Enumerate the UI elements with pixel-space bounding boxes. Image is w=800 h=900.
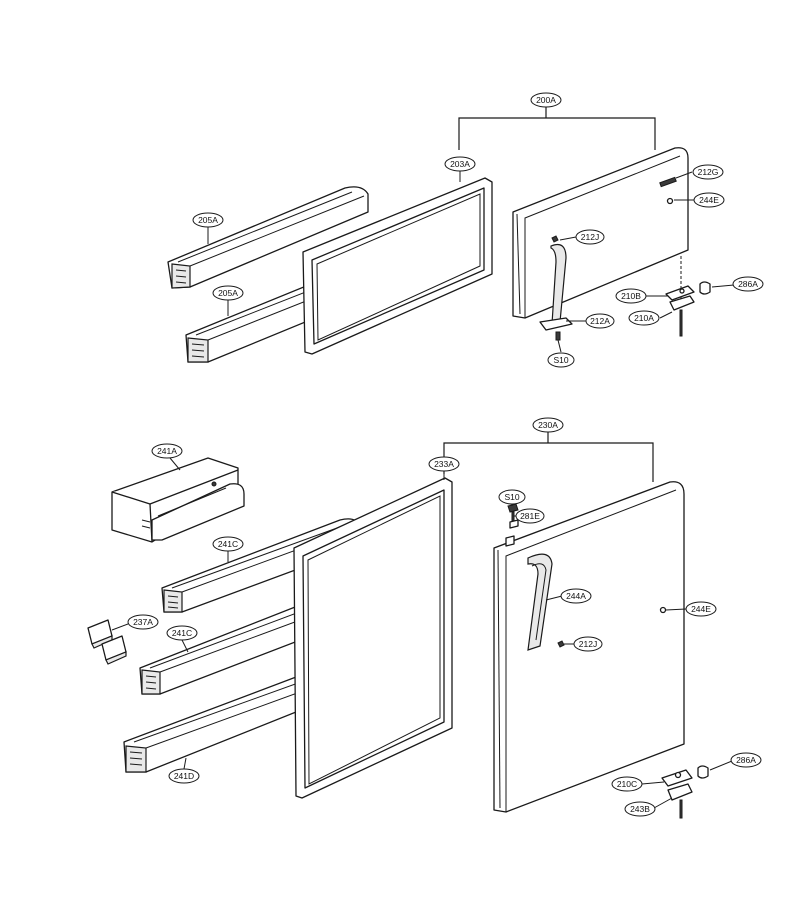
callout-241A: 241A [151,443,183,459]
svg-text:203A: 203A [450,159,470,169]
svg-text:281E: 281E [520,511,540,521]
svg-text:241C: 241C [218,539,238,549]
callout-286A-upper: 286A [732,276,764,292]
upper-door-gasket [302,177,493,355]
callout-286A-lower: 286A [730,752,762,768]
callout-200A: 200A [530,92,562,108]
svg-text:241D: 241D [174,771,194,781]
handle-cap-icon-lower [557,640,565,648]
upper-assembly-bracket [458,106,656,150]
svg-text:S10: S10 [553,355,568,365]
svg-text:241C: 241C [172,628,192,638]
cap-icon [666,197,674,205]
bushing-icon [699,281,711,295]
callout-210B: 210B [615,288,647,304]
svg-text:230A: 230A [538,420,558,430]
callout-237A: 237A [127,614,159,630]
svg-text:212G: 212G [698,167,719,177]
handle-cap-icon [551,235,559,243]
callout-241D: 241D [168,768,200,784]
svg-text:212J: 212J [579,639,597,649]
callout-212J-lower: 212J [573,636,603,652]
lower-screw-parts [507,503,519,529]
dairy-case [111,457,245,543]
upper-hinge-parts [665,256,711,337]
callout-203A: 203A [444,156,476,172]
svg-text:S10: S10 [504,492,519,502]
callout-244E-lower: 244E [685,601,717,617]
svg-text:286A: 286A [736,755,756,765]
screw-icon [555,331,561,341]
svg-text:205A: 205A [218,288,238,298]
callout-212A: 212A [585,313,615,329]
callout-241C-top: 241C [212,536,244,552]
svg-text:212A: 212A [590,316,610,326]
callout-230A: 230A [532,417,564,433]
callout-210C: 210C [611,776,643,792]
lower-handle [527,553,553,651]
callout-233A: 233A [428,456,460,472]
svg-text:210B: 210B [621,291,641,301]
svg-text:237A: 237A [133,617,153,627]
cap-icon-lower [659,606,667,614]
callout-212J-upper: 212J [575,229,605,245]
svg-text:244E: 244E [691,604,711,614]
callout-281E: 281E [515,508,545,524]
svg-text:286A: 286A [738,279,758,289]
bushing-icon-lower [697,765,709,779]
screw-cap-icon [505,535,515,547]
svg-text:244A: 244A [566,591,586,601]
callout-205A-bottom: 205A [212,285,244,301]
callout-S10-lower: S10 [498,489,526,505]
upper-basket-top [167,186,369,289]
svg-text:210C: 210C [617,779,637,789]
clips [87,619,127,665]
callout-S10-upper: S10 [547,352,575,368]
callout-241C-middle: 241C [166,625,198,641]
upper-door-assembly: 200A 203A 205A 205A 212G 244E 212J 212A [167,92,764,368]
lower-assembly-bracket [443,431,654,482]
svg-text:233A: 233A [434,459,454,469]
svg-text:244E: 244E [699,195,719,205]
callout-244A: 244A [560,588,592,604]
callout-212G: 212G [692,164,724,180]
emblem-icon [659,176,677,188]
lower-hinge-parts [661,765,709,819]
callout-205A-top: 205A [192,212,224,228]
svg-text:212J: 212J [581,232,599,242]
upper-door-panel [512,147,689,341]
svg-text:241A: 241A [157,446,177,456]
callout-243B: 243B [624,801,656,817]
lower-door-gasket [293,477,453,799]
svg-text:243B: 243B [630,804,650,814]
callout-244E-upper: 244E [693,192,725,208]
callout-210A: 210A [628,310,660,326]
svg-text:205A: 205A [198,215,218,225]
lower-door-assembly: 230A 233A 241A 241C 241C 241D 237A S10 [87,417,762,819]
svg-text:210A: 210A [634,313,654,323]
handle-base [539,317,573,331]
svg-text:200A: 200A [536,95,556,105]
